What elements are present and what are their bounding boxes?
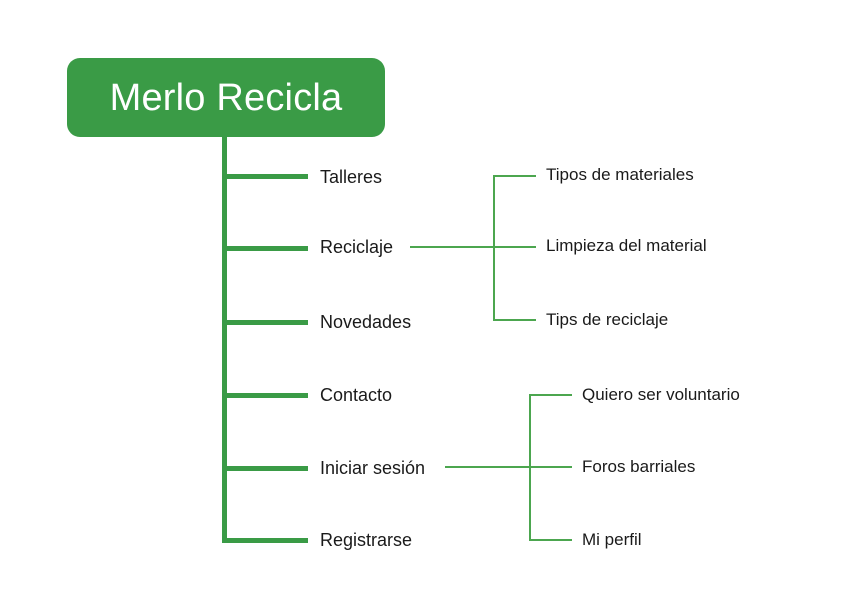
node-mi-perfil[interactable]: Mi perfil [582,530,642,549]
sub-branch-foros-barriales [529,466,572,468]
node-tipos-de-materiales[interactable]: Tipos de materiales [546,165,694,184]
branch-connector-iniciar-sesion [222,466,308,471]
main-trunk-line [222,130,227,543]
sub-branch-tips-de-reciclaje [493,319,536,321]
node-reciclaje[interactable]: Reciclaje [320,237,394,257]
sub-branch-mi-perfil [529,539,572,541]
sublink-reciclaje-to-spine [410,246,495,248]
sub-branch-tipos-de-materiales [493,175,536,177]
branch-connector-reciclaje [222,246,308,251]
node-quiero-ser-voluntario[interactable]: Quiero ser voluntario [582,385,740,404]
root-node-label: Merlo Recicla [109,76,343,119]
node-novedades[interactable]: Novedades [320,312,412,332]
node-tips-de-reciclaje[interactable]: Tips de reciclaje [546,310,669,329]
node-iniciar-sesion[interactable]: Iniciar sesión [320,458,426,478]
node-registrarse[interactable]: Registrarse [320,530,413,550]
node-limpieza-del-material[interactable]: Limpieza del material [546,236,707,255]
node-talleres[interactable]: Talleres [320,167,383,187]
branch-connector-novedades [222,320,308,325]
node-foros-barriales[interactable]: Foros barriales [582,457,696,476]
sub-branch-limpieza-del-material [493,246,536,248]
sublink-iniciar-sesion-to-spine [445,466,531,468]
sub-branch-quiero-ser-voluntario [529,394,572,396]
branch-connector-registrarse [222,538,308,543]
root-node-merlo-recicla[interactable]: Merlo Recicla [67,58,385,137]
sub-spine-reciclaje [493,175,495,321]
branch-connector-talleres [222,174,308,179]
branch-connector-contacto [222,393,308,398]
node-contacto[interactable]: Contacto [320,385,393,405]
